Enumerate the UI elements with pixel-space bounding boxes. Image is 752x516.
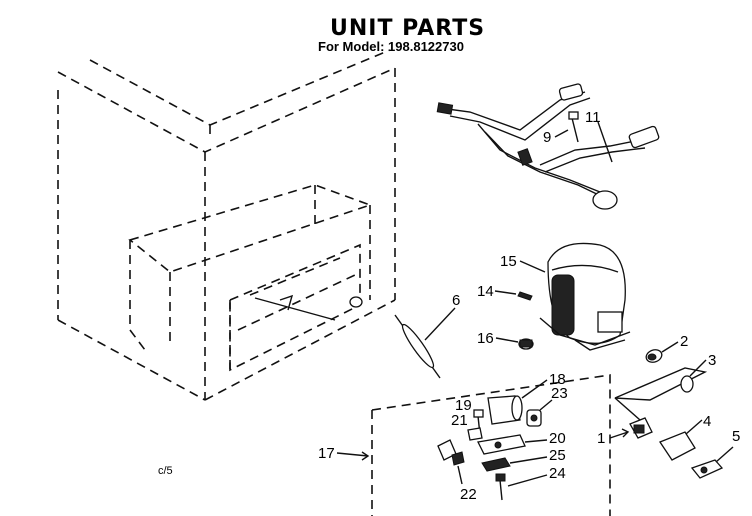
part-23-overload xyxy=(526,409,542,427)
callout-9: 9 xyxy=(543,129,551,146)
part-4-cover xyxy=(659,431,696,461)
part-6-drier xyxy=(394,307,456,379)
callout-14: 14 xyxy=(477,283,494,300)
callout-17: 17 xyxy=(318,445,335,462)
part-3-bracket xyxy=(614,367,708,421)
callout-16: 16 xyxy=(477,330,494,347)
cabinet-outline xyxy=(57,49,396,401)
page-code: c/5 xyxy=(158,465,173,477)
callout-20: 20 xyxy=(549,430,566,447)
callout-18: 18 xyxy=(549,371,566,388)
callout-15: 15 xyxy=(500,253,517,270)
compartment-detail xyxy=(254,294,363,321)
part-11-wiring-harness xyxy=(436,83,660,210)
part-2-grommet xyxy=(645,349,663,363)
part-18-relay xyxy=(487,395,523,425)
diagram-title: UNIT PARTS xyxy=(330,16,485,41)
part-24-screw xyxy=(495,473,506,501)
part-5-clamp xyxy=(690,459,724,479)
callout-24: 24 xyxy=(549,465,566,482)
callout-6: 6 xyxy=(452,292,460,309)
callout-2: 2 xyxy=(680,333,688,350)
callout-1: 1 xyxy=(597,430,605,447)
part-16-grommet xyxy=(518,338,534,350)
part-14-clip xyxy=(517,291,533,301)
model-number: For Model: 198.8122730 xyxy=(318,39,464,54)
part-9-screw xyxy=(568,111,579,143)
callout-3: 3 xyxy=(708,352,716,369)
part-20-bracket xyxy=(477,434,526,455)
callout-23: 23 xyxy=(551,385,568,402)
part-21-clip xyxy=(467,427,483,441)
callout-11: 11 xyxy=(585,109,601,126)
callout-21: 21 xyxy=(451,412,468,429)
part-1-relay xyxy=(629,417,653,439)
kit-17-box xyxy=(371,374,611,516)
callout-5: 5 xyxy=(732,428,740,445)
callout-22: 22 xyxy=(460,486,477,503)
callout-4: 4 xyxy=(703,413,711,430)
part-22-connector xyxy=(437,439,465,466)
callout-25: 25 xyxy=(549,447,566,464)
part-15-compressor xyxy=(539,242,631,351)
callout-19: 19 xyxy=(455,397,472,414)
part-25-plate xyxy=(481,457,511,472)
